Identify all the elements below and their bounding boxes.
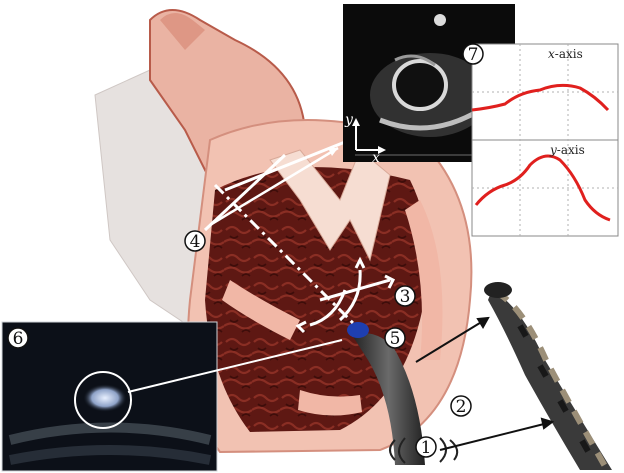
y-axis-plot-label: y-axis xyxy=(549,143,585,157)
callout-1-label: 1 xyxy=(421,438,432,458)
callout-4-label: 4 xyxy=(190,232,201,252)
ultrasound-highlight-circle xyxy=(74,371,132,429)
x-axis-curve xyxy=(471,83,610,112)
pointer-6-to-tip xyxy=(127,339,343,393)
callout-7: 7 xyxy=(462,43,484,65)
valve-leaflets xyxy=(269,149,391,262)
ultrasound-panel xyxy=(1,321,343,472)
echo-axis-x: x xyxy=(372,150,380,166)
callout-3-label: 3 xyxy=(400,287,411,307)
callout-7-label: 7 xyxy=(468,45,479,65)
echo-axis-y: y xyxy=(344,112,354,128)
callout-5: 5 xyxy=(384,327,406,349)
callout-2-label: 2 xyxy=(456,397,467,417)
pointer-arrows xyxy=(415,316,555,451)
callout-6: 6 xyxy=(7,327,29,349)
catheter xyxy=(347,322,459,465)
pointer-4-to-echo xyxy=(209,146,339,227)
callout-2: 2 xyxy=(450,395,472,417)
catheter-tip xyxy=(347,322,369,338)
callout-3: 3 xyxy=(394,285,416,307)
x-axis-plot-label: x-axis xyxy=(548,47,583,61)
callout-6-label: 6 xyxy=(13,329,24,349)
catheter-shaft xyxy=(352,332,425,465)
signal-plots: x-axis y-axis xyxy=(471,43,619,237)
callout-5-label: 5 xyxy=(390,329,401,349)
callout-1: 1 xyxy=(415,436,437,458)
robotic-catheter-photo xyxy=(484,282,612,470)
callout-4: 4 xyxy=(184,230,206,252)
y-axis-curve xyxy=(474,154,611,222)
